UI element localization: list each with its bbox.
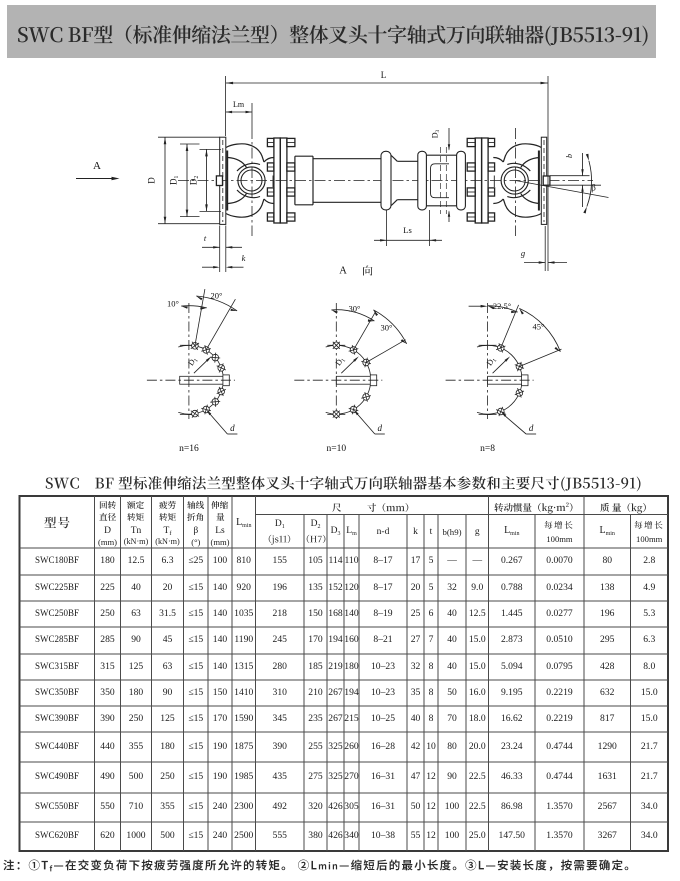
svg-text:22.5°: 22.5° <box>493 301 511 311</box>
svg-text:10°: 10° <box>167 299 179 309</box>
svg-text:β: β <box>591 183 596 193</box>
svg-text:n=8: n=8 <box>480 444 495 454</box>
svg-text:D1: D1 <box>186 355 200 368</box>
svg-text:g: g <box>521 248 525 258</box>
svg-text:n=16: n=16 <box>179 444 199 454</box>
svg-text:D1: D1 <box>485 355 499 368</box>
svg-text:D2: D2 <box>189 176 201 186</box>
svg-text:D1: D1 <box>334 355 348 368</box>
svg-text:A: A <box>93 160 101 172</box>
svg-text:d: d <box>529 423 534 433</box>
svg-text:Lm: Lm <box>233 100 245 109</box>
svg-text:20°: 20° <box>211 291 223 301</box>
svg-text:D1: D1 <box>169 176 181 186</box>
svg-text:D3: D3 <box>431 129 442 138</box>
svg-text:D: D <box>147 177 157 184</box>
svg-text:d: d <box>378 423 383 433</box>
svg-text:A: A <box>339 266 347 277</box>
svg-text:Ls: Ls <box>403 225 412 235</box>
svg-text:k: k <box>242 253 246 263</box>
svg-text:L: L <box>381 70 387 80</box>
svg-text:t: t <box>204 233 207 243</box>
svg-text:45°: 45° <box>533 322 545 332</box>
svg-text:b: b <box>565 154 574 158</box>
svg-text:n=10: n=10 <box>326 444 346 454</box>
svg-text:30°: 30° <box>349 304 361 314</box>
svg-text:d: d <box>230 423 235 433</box>
svg-text:30°: 30° <box>381 323 393 333</box>
